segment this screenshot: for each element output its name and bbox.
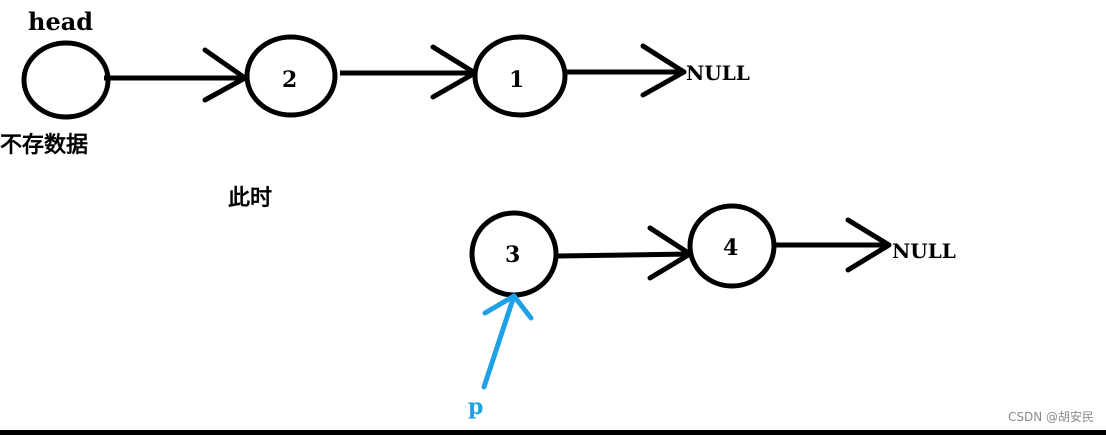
node-4-label: 4 [723,235,738,261]
arrow-node-3-to-node-4 [557,251,691,259]
arrowhead [640,43,687,98]
arrowhead [202,47,248,103]
head-node [21,40,111,120]
head-note-label: 不存数据 [0,132,88,158]
head-label: head [28,7,93,36]
node-3-label: 3 [505,242,520,268]
now-label: 此时 [228,186,272,211]
bottom-border [0,430,1106,435]
node-1-label: 1 [509,67,524,93]
null-label-bottom: NULL [892,239,956,263]
node-1 [472,34,568,118]
pointer-arrow [481,293,517,390]
arrowhead [845,217,892,273]
watermark: CSDN @胡安民 [1007,410,1094,424]
pointer-arrowhead [482,293,534,321]
node-2 [244,34,338,118]
pointer-label: p [468,394,483,420]
null-label-top: NULL [686,61,750,85]
node-2-label: 2 [282,67,297,93]
